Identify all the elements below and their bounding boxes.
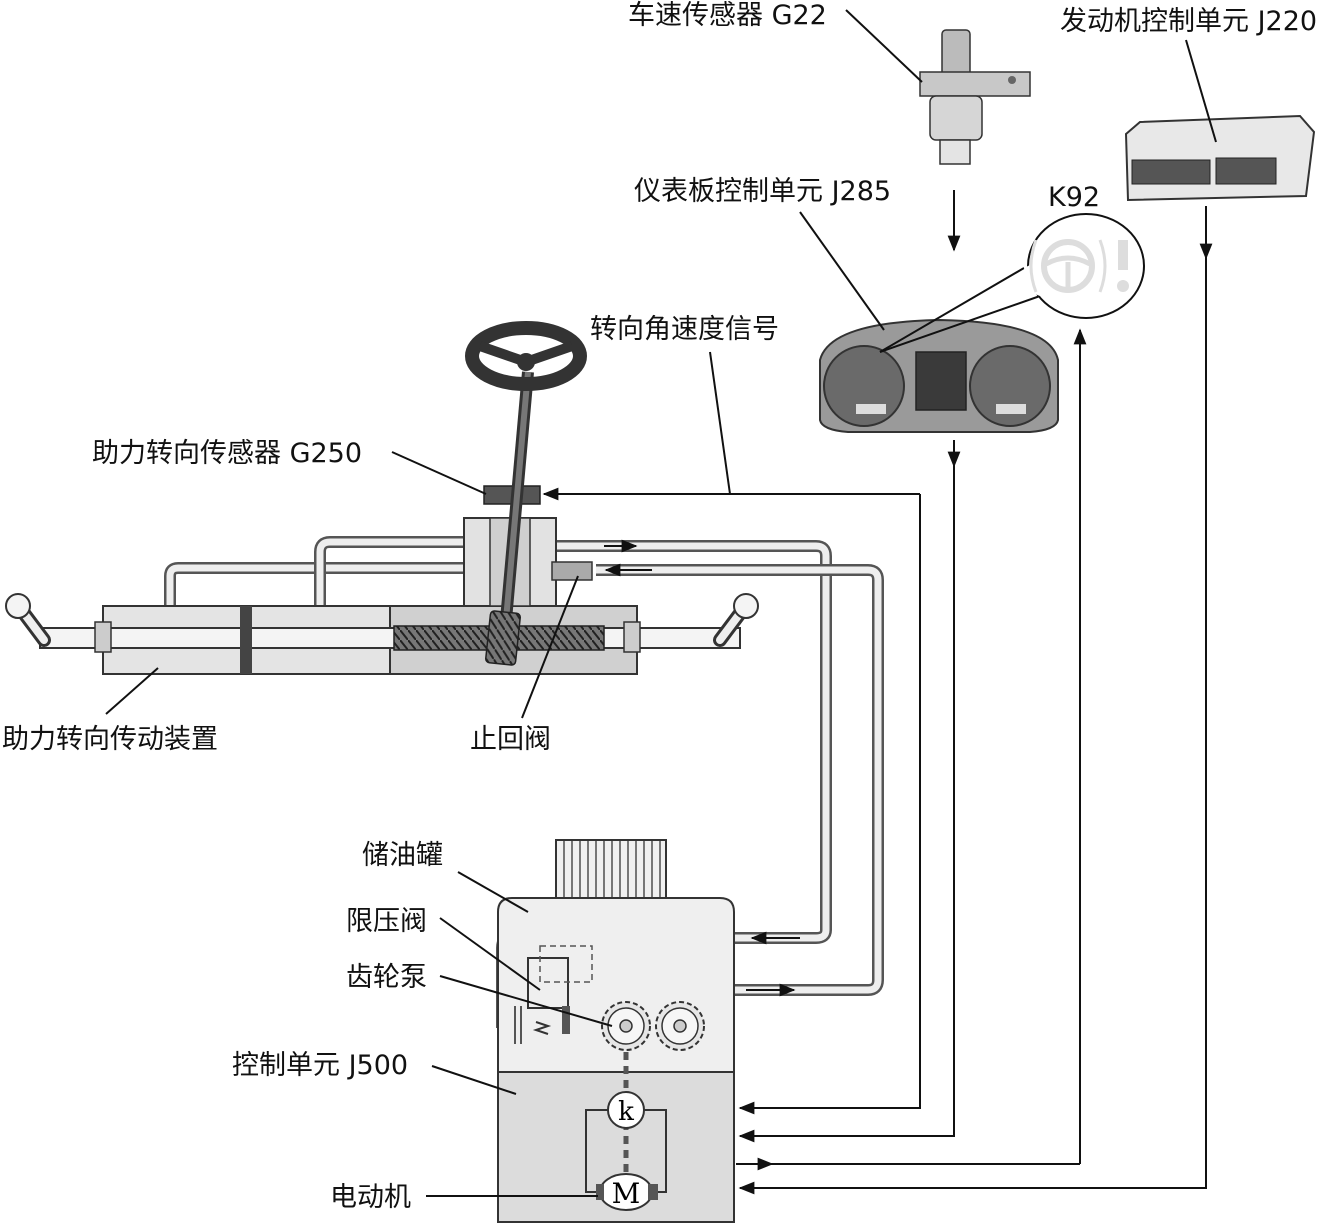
label-reservoir: 储油罐 [362,840,443,871]
label-power-steering-gear: 助力转向传动装置 [2,724,218,755]
steering-wheel [465,321,587,391]
vehicle-speed-sensor [919,29,1031,165]
pump-assembly: k M [497,839,735,1223]
m-symbol: M [612,1177,641,1210]
gear-pump-icon [601,1001,705,1051]
label-k92: K92 [1048,182,1101,213]
label-electric-motor: 电动机 [330,1182,411,1213]
k92-warning-callout [879,213,1145,353]
label-power-steering-sensor: 助力转向传感器 G250 [92,438,363,469]
label-instrument-control-unit: 仪表板控制单元 J285 [634,176,892,207]
label-vehicle-speed-sensor: 车速传感器 G22 [628,0,827,31]
label-steering-rate-signal: 转向角速度信号 [590,314,779,345]
label-engine-control-unit: 发动机控制单元 J220 [1060,6,1318,37]
label-gear-pump: 齿轮泵 [346,962,427,993]
instrument-cluster [819,318,1059,433]
k-coupling-icon [607,1091,645,1129]
signal-lines [542,190,1213,1195]
label-control-unit: 控制单元 J500 [232,1050,409,1081]
steering-column [463,321,593,666]
steering-wheel-warning-icon [1029,239,1129,293]
leader-lines [105,9,1217,1197]
k-symbol: k [618,1097,634,1127]
engine-control-unit [1124,114,1316,202]
pinion-gear [485,610,521,666]
label-pressure-limit-valve: 限压阀 [346,906,427,937]
label-check-valve: 止回阀 [470,724,551,755]
reservoir-cap [555,839,667,901]
power-steering-gear [5,593,759,675]
